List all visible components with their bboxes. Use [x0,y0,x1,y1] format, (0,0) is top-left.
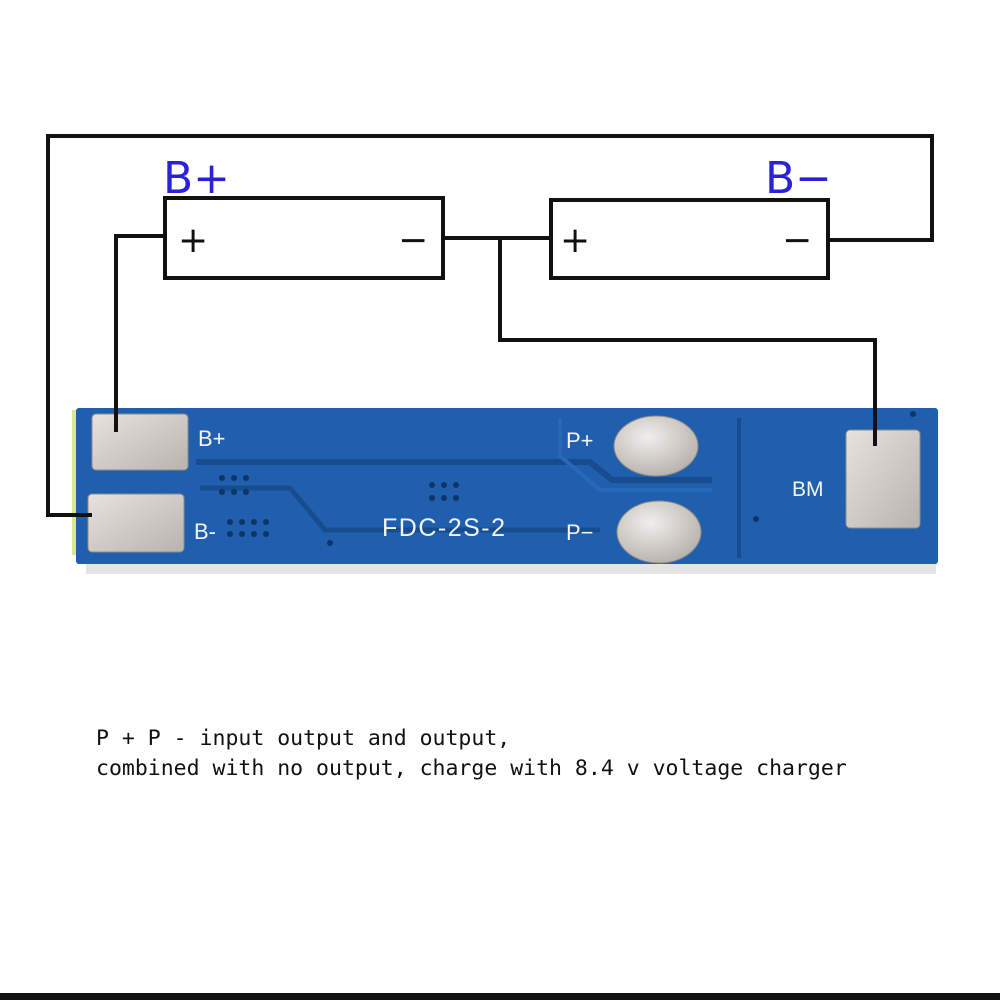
label-pad-b-plus: B+ [198,426,226,451]
cell-2-plus: + [560,220,590,261]
board-model: FDC-2S-2 [382,514,507,542]
caption-line-1: P + P - input output and output, [96,726,511,751]
board-body [76,408,938,564]
pad-bm [845,429,921,529]
label-b-minus: B− [765,153,832,204]
bms-board: B+ B- P+ P− BM FDC-2S-2 [72,408,938,574]
cell-1-minus: − [398,220,428,261]
pad-p-plus [613,415,699,477]
cell-1-plus: + [178,220,208,261]
board-edge [72,410,78,555]
cell-1-body [163,196,445,280]
wires [46,134,934,517]
battery-cell-2: + − [549,198,830,280]
caption-line-2: combined with no output, charge with 8.4… [96,756,847,781]
board-divider [737,418,741,558]
board-trace [200,485,600,533]
board-trace [558,418,712,492]
label-b-plus: B+ [163,153,230,204]
wire-midpoint-to-bm-pad [498,238,877,446]
wire-cell2-minus-to-b-minus-pad [46,134,934,517]
bottom-rule [0,993,1000,1000]
vias [219,411,916,546]
cell-2-body [549,198,830,280]
pad-p-minus [616,500,702,564]
label-pad-p-minus: P− [566,520,594,545]
pad-b-plus [91,413,189,471]
label-pad-b-minus: B- [194,519,216,544]
label-pad-bm: BM [792,478,824,501]
pad-b-minus [87,493,185,553]
label-pad-p-plus: P+ [566,428,594,453]
cell-2-minus: − [782,220,812,261]
wire-cell1-plus-to-b-plus-pad [114,234,165,432]
caption: P + P - input output and output, combined… [96,724,976,784]
battery-cell-1: + − [163,196,445,280]
board-trace [196,459,712,483]
